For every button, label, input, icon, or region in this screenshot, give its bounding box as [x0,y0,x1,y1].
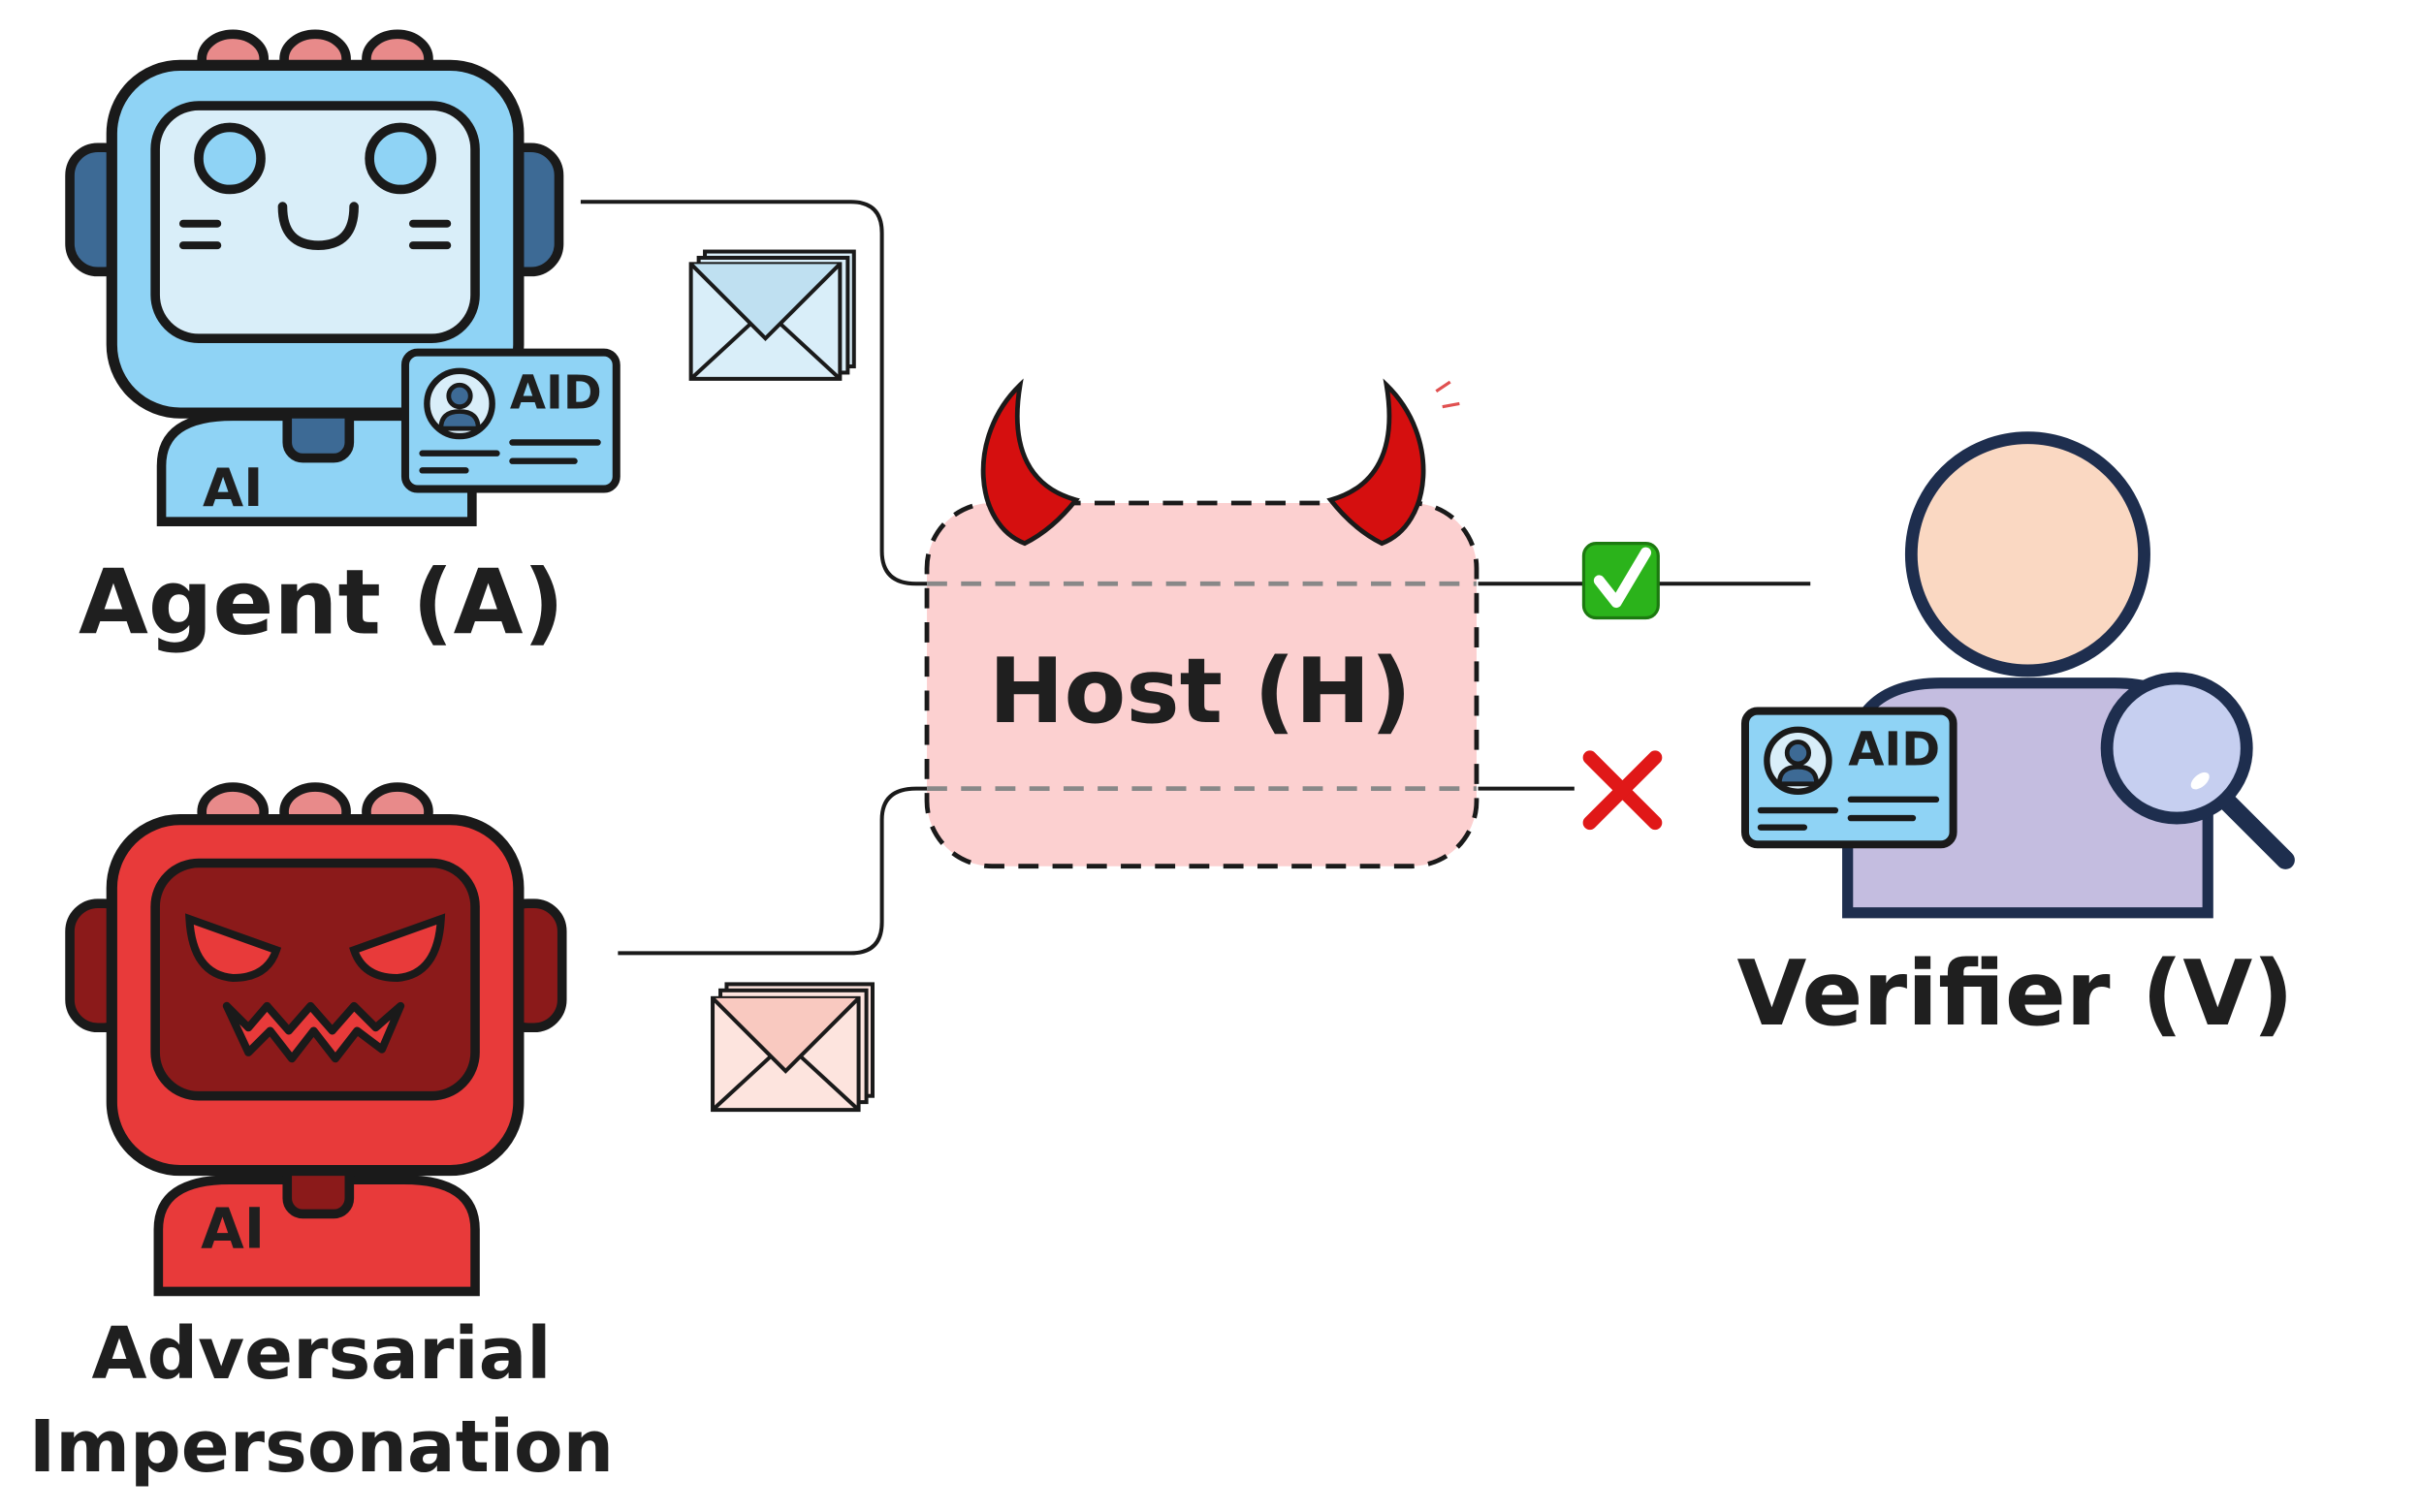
verifier-id-card-icon: AID [1740,707,1957,849]
agent-label: Agent (A) [79,550,564,654]
adversary-to-host-line [618,786,928,956]
cross-mark-icon [1582,750,1663,831]
connectors [580,200,1811,956]
agent-robot-icon: AI [65,29,564,526]
agent-to-host-line [580,200,928,586]
verifier-label: Verifier (V) [1737,941,2294,1046]
host-node: Host (H) [924,500,1480,869]
agent-id-card-icon: AID [400,348,621,493]
adversary-ai-badge: AI [201,1196,265,1262]
magnifier-icon [2100,672,2295,869]
agent-message-envelope-icon [688,249,856,381]
adversary-message-envelope-icon [711,982,875,1113]
agent-card-label: AID [510,365,602,420]
check-mark-icon [1581,542,1660,620]
agent-ai-badge: AI [203,457,263,519]
host-label: Host (H) [989,639,1412,743]
devil-horns-icon [980,378,1460,547]
verifier-card-label: AID [1848,723,1940,777]
adversary-label-line2: Impersonation [29,1406,614,1489]
adversary-robot-icon: AI [65,782,567,1297]
adversary-label-line1: Adversarial [91,1313,551,1396]
